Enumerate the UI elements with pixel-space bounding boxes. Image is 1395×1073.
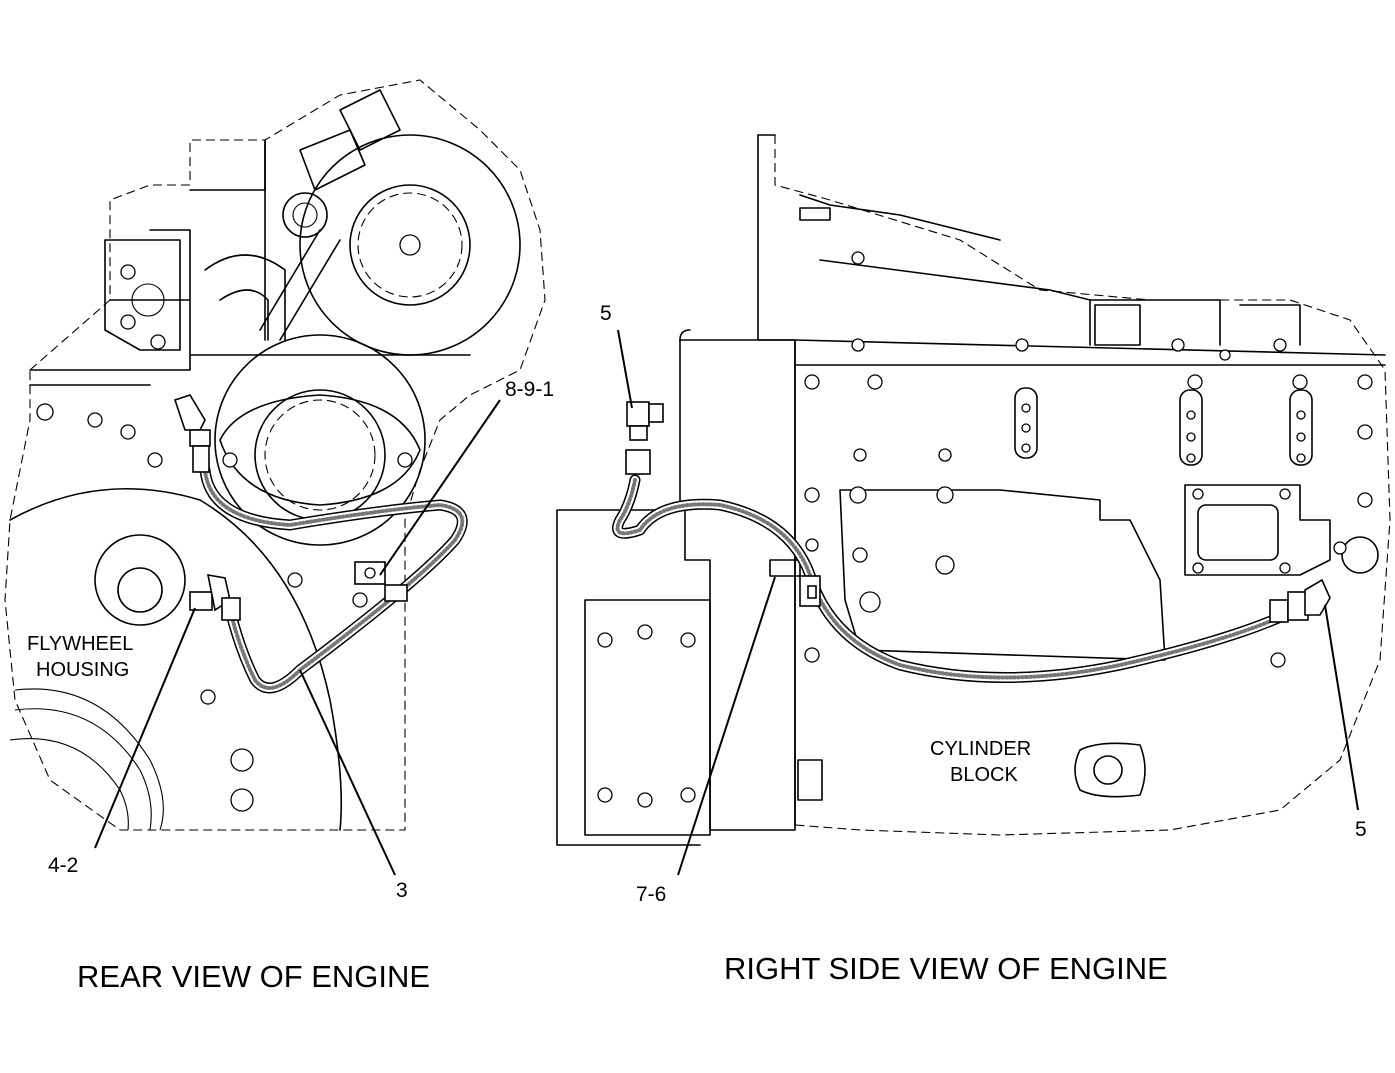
turbocharger-lower (214, 334, 426, 546)
leader-rear-fitting (94, 607, 196, 849)
callout-rear-fitting: 4-2 (48, 854, 78, 877)
right-upper-fitting (625, 401, 664, 475)
right-clip (799, 575, 821, 607)
right-side-view: 5 7-6 5 CYLINDER BLOCK RIGHT SIDE VIEW O… (556, 134, 1391, 986)
right-left-housing (556, 339, 796, 846)
label-flywheel-housing-1: FLYWHEEL (27, 633, 133, 655)
leader-right-clip (677, 576, 776, 876)
callout-rear-hose: 3 (396, 879, 408, 902)
turbocharger-upper (259, 89, 521, 356)
leader-rear-clip (379, 399, 501, 576)
rear-oil-hose (199, 464, 468, 694)
rear-lower-fitting (189, 574, 241, 621)
callout-rear-clip: 8-9-1 (505, 378, 554, 401)
leader-rear-hose (299, 669, 396, 876)
rear-engine-outline (4, 79, 546, 831)
label-cylinder-block-2: BLOCK (950, 764, 1018, 786)
rear-clip (354, 561, 408, 602)
leader-right-top-fitting (617, 329, 633, 409)
label-flywheel-housing-2: HOUSING (36, 659, 129, 681)
rear-view-title: REAR VIEW OF ENGINE (77, 959, 430, 994)
callout-right-bottom-fitting: 5 (1355, 818, 1367, 841)
right-view-title: RIGHT SIDE VIEW OF ENGINE (724, 951, 1168, 986)
callout-right-clip: 7-6 (636, 883, 666, 906)
flywheel-housing-edge (9, 488, 343, 831)
right-flange (1184, 484, 1331, 576)
rear-upper-fitting (173, 394, 211, 473)
right-engine-outline (774, 135, 1391, 836)
rear-view: 8-9-1 4-2 3 FLYWHEEL HOUSING REAR VIEW O… (4, 79, 554, 994)
flywheel-housing-inner (14, 688, 164, 831)
callout-right-top-fitting: 5 (600, 302, 612, 325)
right-oil-hose (612, 474, 1291, 683)
oil-cooler-housing (839, 489, 1166, 661)
leader-right-bottom-fitting (1324, 604, 1359, 811)
rear-bracket-plate (104, 239, 181, 351)
right-lower-fitting (1269, 578, 1331, 623)
label-cylinder-block-1: CYLINDER (930, 738, 1031, 760)
